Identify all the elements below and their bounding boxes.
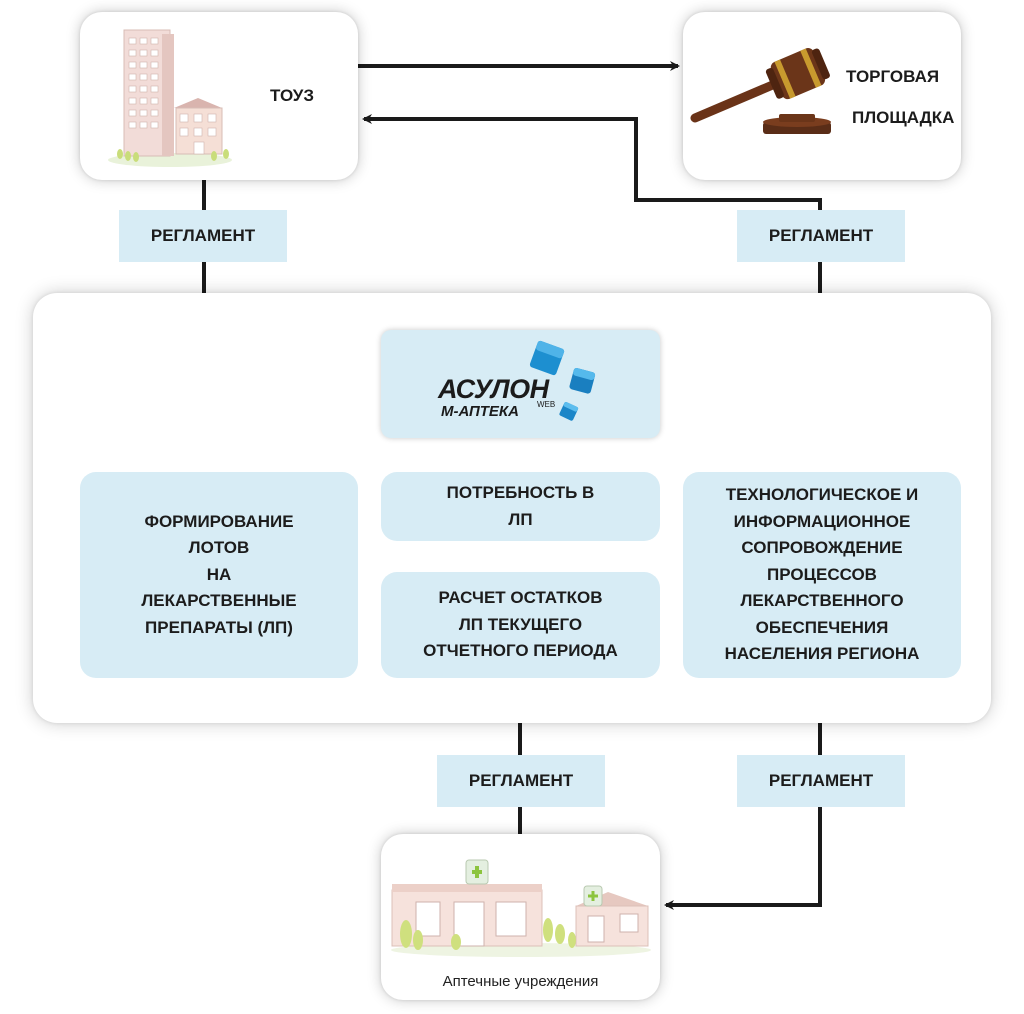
demand-box: ПОТРЕБНОСТЬ В ЛП xyxy=(381,472,660,541)
calc-line: ЛП ТЕКУЩЕГО xyxy=(458,614,583,634)
formation-line: ЛОТОВ xyxy=(188,538,250,558)
regulation-label-bottom-left: РЕГЛАМЕНТ xyxy=(437,755,605,807)
formation-line: ЛЕКАРСТВЕННЫЕ xyxy=(141,591,297,611)
calc-line: РАСЧЕТ ОСТАТКОВ xyxy=(438,588,603,608)
regulation-label-bottom-right: РЕГЛАМЕНТ xyxy=(737,755,905,807)
support-line: ОБЕСПЕЧЕНИЯ xyxy=(755,617,889,637)
technological-support-box: ТЕХНОЛОГИЧЕСКОЕ И ИНФОРМАЦИОННОЕ СОПРОВО… xyxy=(683,472,961,678)
pharmacies-label: Аптечные учреждения xyxy=(442,973,599,990)
support-line: НАСЕЛЕНИЯ РЕГИОНА xyxy=(724,644,920,664)
asulon-logo: АСУЛОН М-АПТЕКА WEB xyxy=(381,330,660,438)
cubes-icon xyxy=(529,340,596,421)
trading-label-line1: ТОРГОВАЯ xyxy=(846,67,940,86)
calc-line: ОТЧЕТНОГО ПЕРИОДА xyxy=(423,641,618,661)
formation-line: ПРЕПАРАТЫ (ЛП) xyxy=(145,617,293,637)
support-line: ПРОЦЕССОВ xyxy=(767,564,877,584)
gavel-icon xyxy=(690,48,831,134)
support-line: ИНФОРМАЦИОННОЕ xyxy=(733,511,911,531)
touz-label: ТОУЗ xyxy=(270,86,314,105)
support-line: СОПРОВОЖДЕНИЕ xyxy=(741,538,903,558)
regulation-label-top-left: РЕГЛАМЕНТ xyxy=(119,210,287,262)
trading-label-line2: ПЛОЩАДКА xyxy=(852,108,955,127)
support-line: ТЕХНОЛОГИЧЕСКОЕ И xyxy=(725,485,919,505)
residue-calculation-box: РАСЧЕТ ОСТАТКОВ ЛП ТЕКУЩЕГО ОТЧЕТНОГО ПЕ… xyxy=(381,572,660,678)
arrow-support-to-pharmacies xyxy=(664,678,822,910)
formation-line: НА xyxy=(206,564,232,584)
pharmacies-card: Аптечные учреждения xyxy=(381,834,660,1000)
demand-line: ПОТРЕБНОСТЬ В xyxy=(446,483,595,502)
logo-superscript: WEB xyxy=(537,400,556,409)
formation-line: ФОРМИРОВАНИЕ xyxy=(144,511,294,531)
support-line: ЛЕКАРСТВЕННОГО xyxy=(740,591,904,611)
city-buildings-icon xyxy=(108,29,232,167)
trading-platform-card: ТОРГОВАЯ ПЛОЩАДКА xyxy=(683,12,961,180)
touz-card: ТОУЗ xyxy=(80,12,358,180)
regulation-label-top-right: РЕГЛАМЕНТ xyxy=(737,210,905,262)
pharmacy-buildings-icon xyxy=(391,859,651,957)
logo-subtitle: М-АПТЕКА xyxy=(441,403,519,420)
lot-formation-box: ФОРМИРОВАНИЕ ЛОТОВ НА ЛЕКАРСТВЕННЫЕ ПРЕП… xyxy=(80,472,358,678)
arrow-support-to-touz xyxy=(362,114,822,472)
logo-title: АСУЛОН xyxy=(438,374,549,404)
demand-line: ЛП xyxy=(508,509,533,529)
